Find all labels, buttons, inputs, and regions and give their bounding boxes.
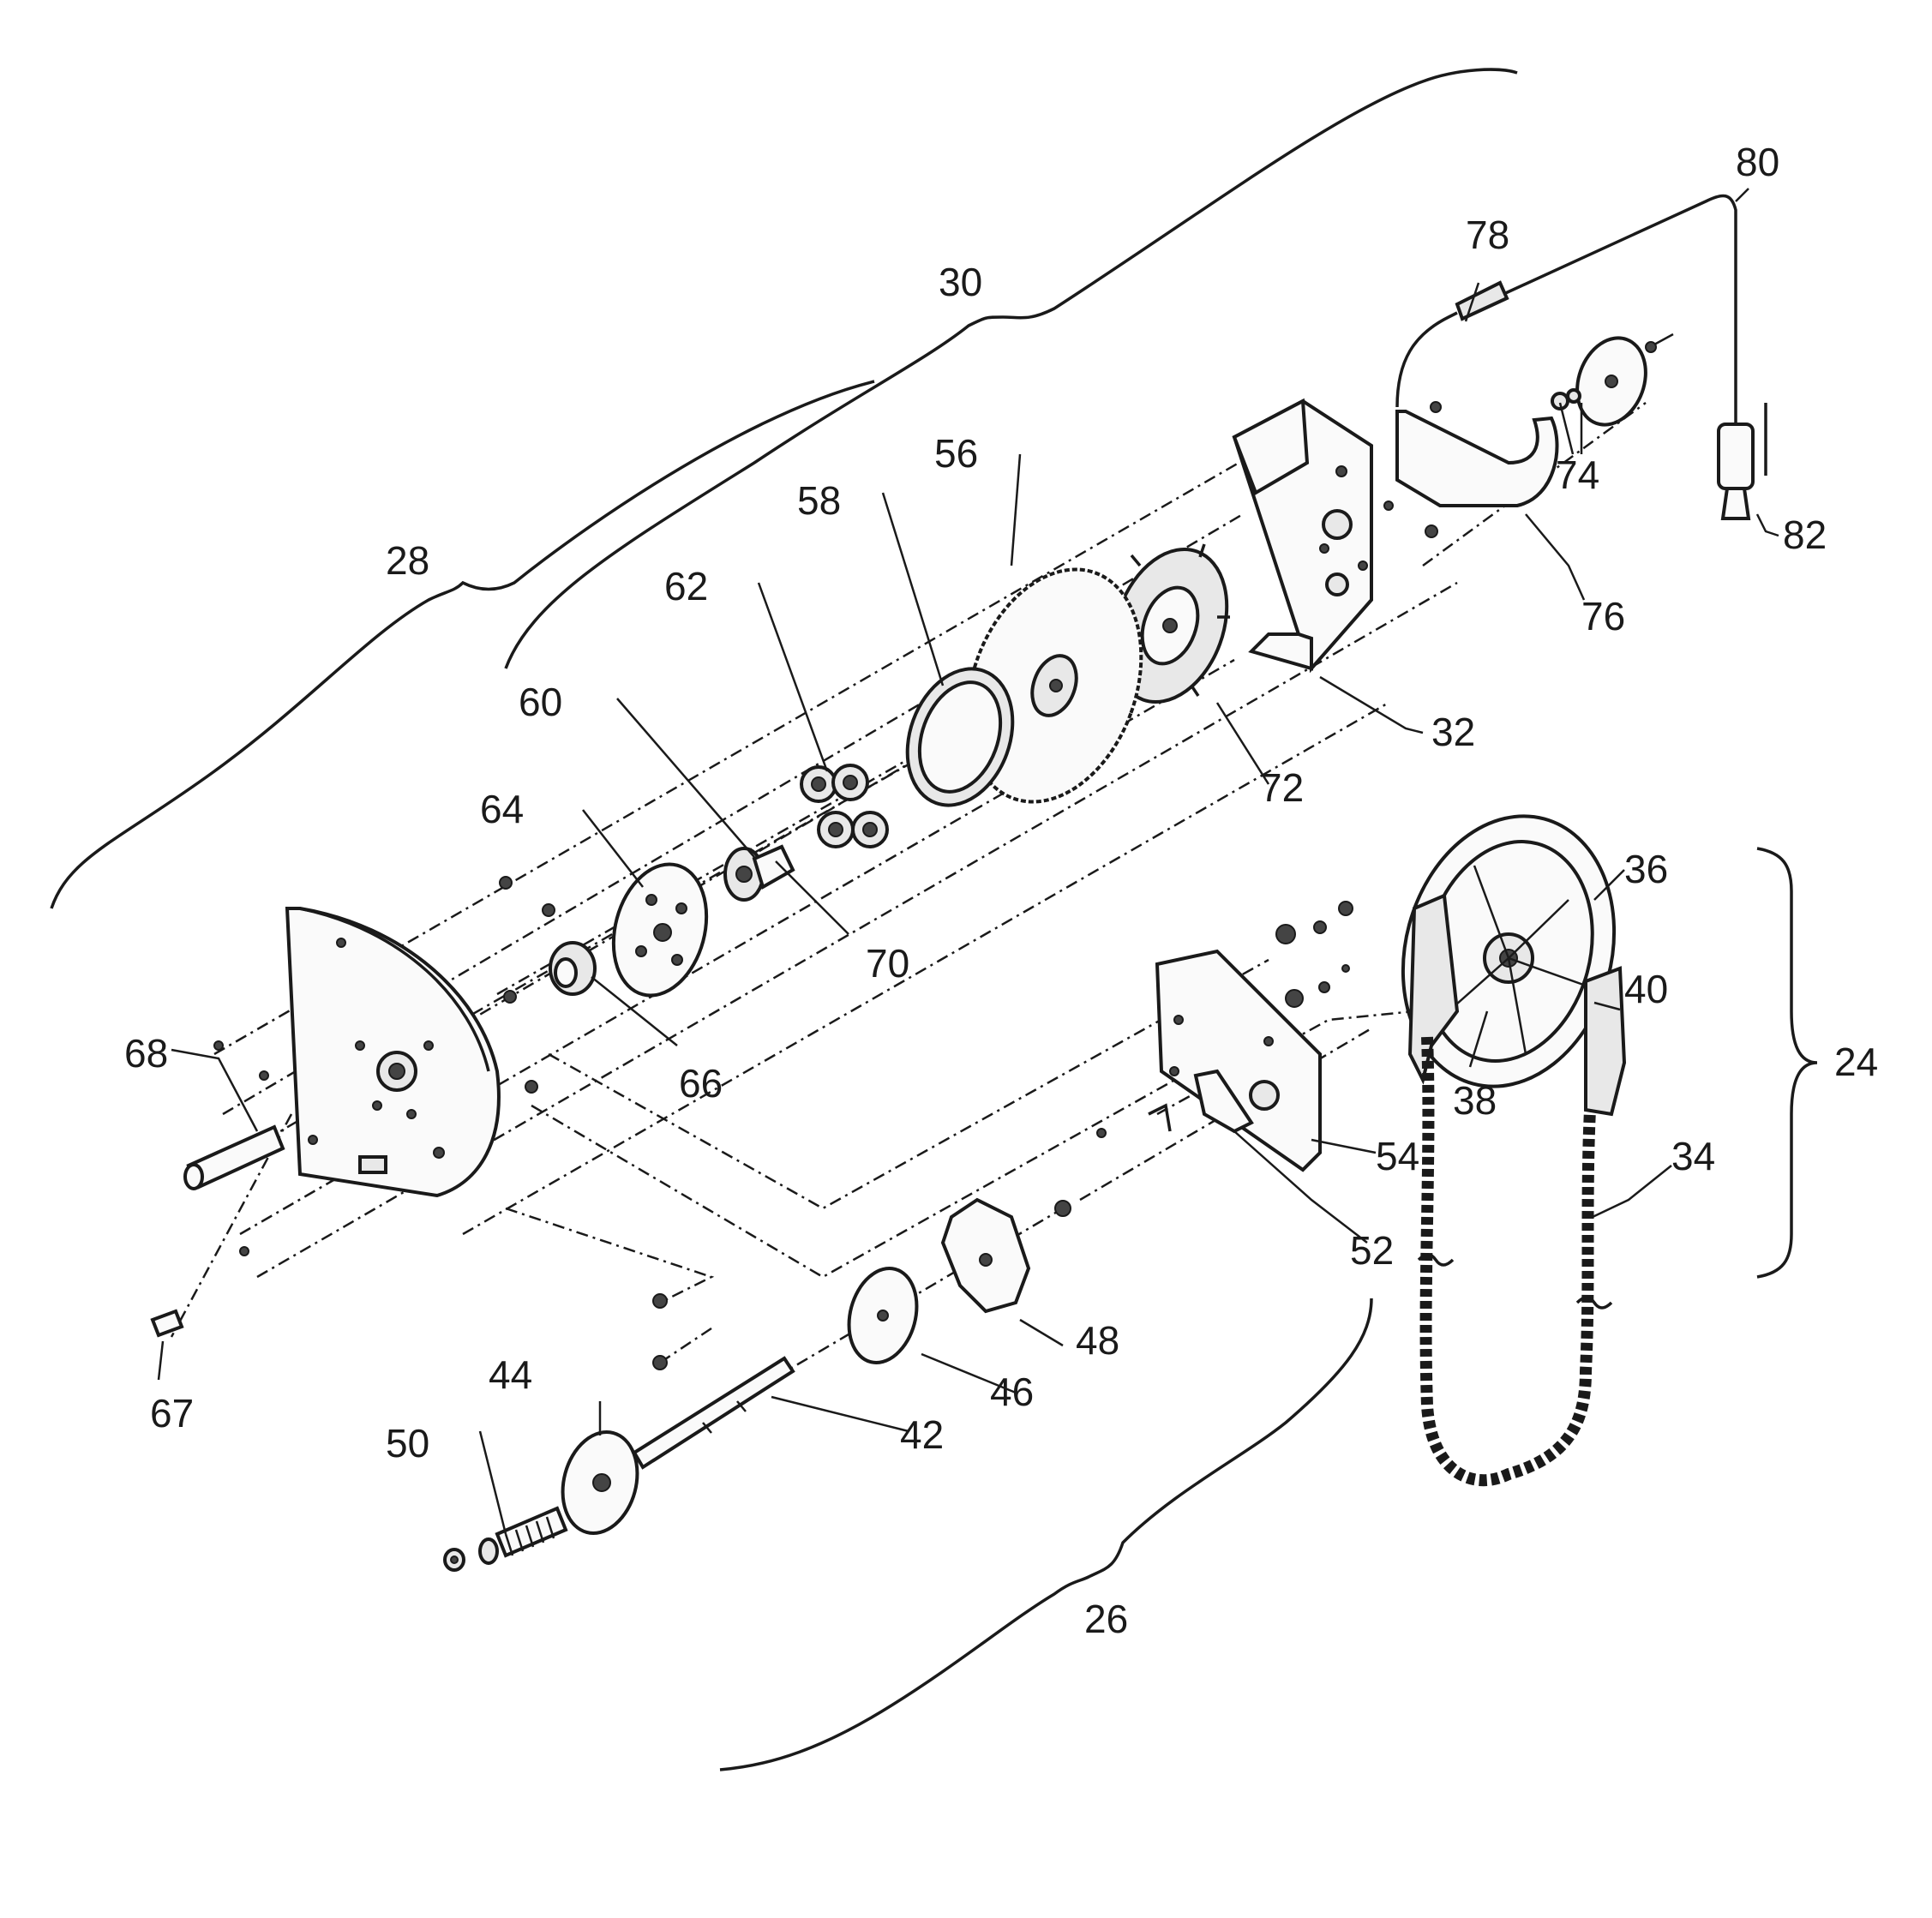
label-48: 48 xyxy=(1076,1318,1119,1363)
label-42: 42 xyxy=(900,1412,944,1457)
label-46: 46 xyxy=(990,1370,1034,1414)
label-70: 70 xyxy=(866,941,909,986)
housing-32 xyxy=(1234,401,1371,668)
label-56: 56 xyxy=(934,431,978,476)
gears-62 xyxy=(801,765,887,847)
label-32: 32 xyxy=(1431,710,1475,754)
cap-74 xyxy=(1552,328,1673,435)
label-60: 60 xyxy=(519,680,562,724)
label-78: 78 xyxy=(1466,213,1509,257)
handle-82 xyxy=(1719,403,1766,518)
sleeve-78 xyxy=(1457,283,1507,319)
bracket-76 xyxy=(1397,402,1557,506)
label-80: 80 xyxy=(1736,140,1779,184)
label-52: 52 xyxy=(1350,1228,1394,1273)
label-58: 58 xyxy=(797,478,841,523)
label-74: 74 xyxy=(1556,453,1599,497)
back-plate xyxy=(287,908,499,1196)
label-82: 82 xyxy=(1783,512,1827,557)
label-28: 28 xyxy=(386,538,429,583)
label-76: 76 xyxy=(1581,594,1625,638)
label-24: 24 xyxy=(1834,1040,1878,1084)
disc-46 xyxy=(839,1261,927,1370)
chain-34 xyxy=(1419,1037,1611,1480)
label-68: 68 xyxy=(124,1031,168,1076)
label-40: 40 xyxy=(1624,967,1668,1011)
brace-26 xyxy=(720,1298,1371,1770)
label-67: 67 xyxy=(150,1391,194,1436)
label-44: 44 xyxy=(489,1352,532,1397)
shaft-42 xyxy=(634,1358,793,1467)
cord-80 xyxy=(1397,195,1736,424)
bushing-66 xyxy=(550,943,595,994)
label-38: 38 xyxy=(1453,1078,1497,1123)
disc-44 xyxy=(552,1424,648,1542)
spring-50 xyxy=(445,1508,566,1570)
star-plate-48 xyxy=(943,1200,1029,1311)
label-64: 64 xyxy=(480,787,524,831)
label-62: 62 xyxy=(664,564,708,608)
label-54: 54 xyxy=(1376,1134,1419,1178)
brace-28 xyxy=(51,381,874,908)
brace-24 xyxy=(1757,848,1817,1277)
plate-54 xyxy=(1157,951,1320,1170)
label-66: 66 xyxy=(679,1061,723,1106)
label-50: 50 xyxy=(386,1421,429,1465)
label-30: 30 xyxy=(939,260,982,304)
key-67 xyxy=(153,1311,182,1335)
label-72: 72 xyxy=(1260,765,1304,810)
fasteners xyxy=(214,501,1437,1370)
carrier-plate-64 xyxy=(600,854,721,1006)
label-26: 26 xyxy=(1084,1597,1128,1641)
pin-68 xyxy=(185,1127,283,1189)
sun-gear-60-70 xyxy=(725,847,793,900)
label-36: 36 xyxy=(1624,847,1668,891)
label-34: 34 xyxy=(1671,1134,1715,1178)
